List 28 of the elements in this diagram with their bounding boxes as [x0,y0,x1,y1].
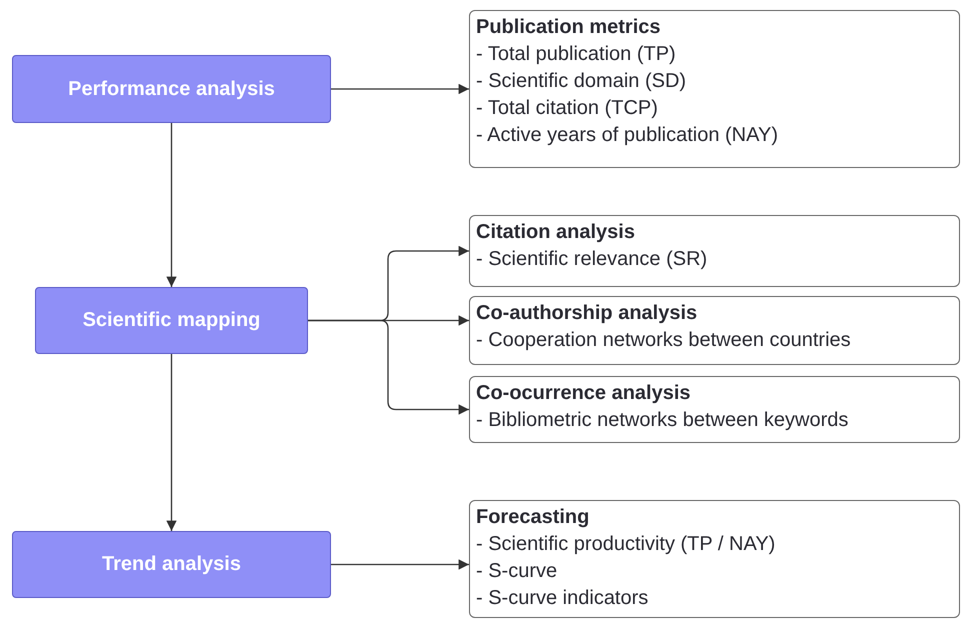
info-box [469,215,960,287]
arrow [308,320,469,415]
box-heading: Co-ocurrence analysis [476,381,692,406]
list-item: - S-curve indicators [476,586,650,611]
box-heading: Publication metrics [476,15,662,40]
list-item: - Scientific productivity (TP / NAY) [476,532,776,557]
info-box [469,376,960,443]
process-box: Scientific mapping [35,287,308,354]
box-heading: Citation analysis [476,220,636,245]
list-item: - Scientific domain (SD) [476,69,688,94]
list-item: - S-curve [476,559,558,584]
info-box [469,296,960,365]
info-box [469,500,960,618]
process-box: Performance analysis [12,55,331,123]
list-item: - Total publication (TP) [476,42,677,67]
list-item: - Bibliometric networks between keywords [476,408,850,433]
list-item: - Active years of publication (NAY) [476,123,779,148]
list-item: - Total citation (TCP) [476,96,659,121]
arrow [166,354,177,531]
process-box: Trend analysis [12,531,331,598]
box-heading: Forecasting [476,505,590,530]
arrow [331,559,469,570]
list-item: - Scientific relevance (SR) [476,247,708,272]
list-item: - Cooperation networks between countries [476,328,852,353]
arrow [331,84,469,94]
box-heading: Co-authorship analysis [476,301,698,326]
arrow [166,123,177,287]
info-box [469,10,960,168]
